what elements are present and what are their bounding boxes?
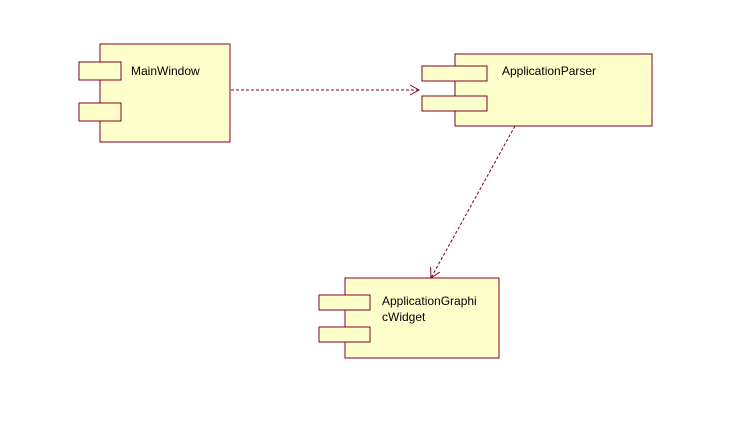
component-label-main-window: MainWindow: [131, 64, 200, 78]
label-line: cWidget: [382, 310, 426, 324]
component-tab-top: [421, 65, 488, 82]
component-tab-bottom: [318, 326, 371, 343]
dependency-main-window-to-application-parser[interactable]: [231, 84, 421, 96]
component-tab-bottom: [78, 102, 122, 122]
component-tab-top: [78, 61, 122, 81]
label-line: ApplicationGraphi: [382, 294, 477, 308]
component-label-application-graphic-widget: ApplicationGraphi cWidget: [382, 294, 480, 324]
component-label-application-parser: ApplicationParser: [502, 64, 596, 78]
open-arrowhead-icon: [430, 267, 441, 279]
component-body: [99, 43, 231, 143]
dependency-application-parser-to-application-graphic-widget[interactable]: [430, 125, 516, 279]
label-line: ApplicationParser: [502, 64, 596, 78]
component-body: [344, 277, 500, 359]
component-application-graphic-widget[interactable]: ApplicationGraphi cWidget: [318, 277, 500, 359]
component-body: [454, 53, 653, 127]
open-arrowhead-icon: [409, 84, 421, 96]
dependency-line: [430, 125, 516, 279]
component-tab-bottom: [421, 95, 488, 112]
component-tab-top: [318, 294, 371, 311]
component-application-parser[interactable]: ApplicationParser: [421, 53, 653, 127]
label-line: MainWindow: [131, 64, 200, 78]
component-main-window[interactable]: MainWindow: [78, 43, 231, 143]
